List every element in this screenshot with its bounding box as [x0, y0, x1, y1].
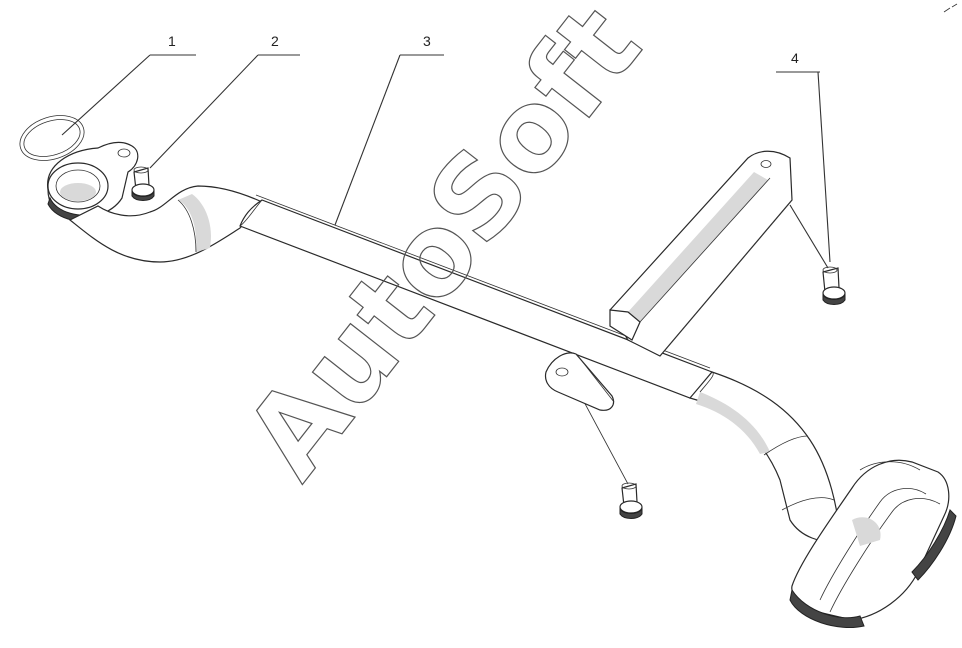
callout-labels: 1 2 3 4 [168, 33, 799, 66]
watermark-text: AutoSoft [221, 0, 666, 502]
bolt-center [619, 482, 643, 519]
o-ring-part-1 [19, 115, 85, 161]
strainer-housing [789, 459, 957, 629]
corner-mark [943, 3, 958, 13]
callout-leaders [61, 54, 831, 485]
callout-2: 2 [271, 33, 279, 49]
oil-pickup-tube-part-3 [68, 185, 841, 542]
bolt-part-4 [822, 266, 846, 305]
support-bracket [609, 150, 793, 357]
callout-4: 4 [791, 50, 799, 66]
center-bracket [544, 352, 615, 411]
callout-1: 1 [168, 33, 176, 49]
bolt-part-2 [131, 166, 155, 201]
callout-3: 3 [423, 33, 431, 49]
